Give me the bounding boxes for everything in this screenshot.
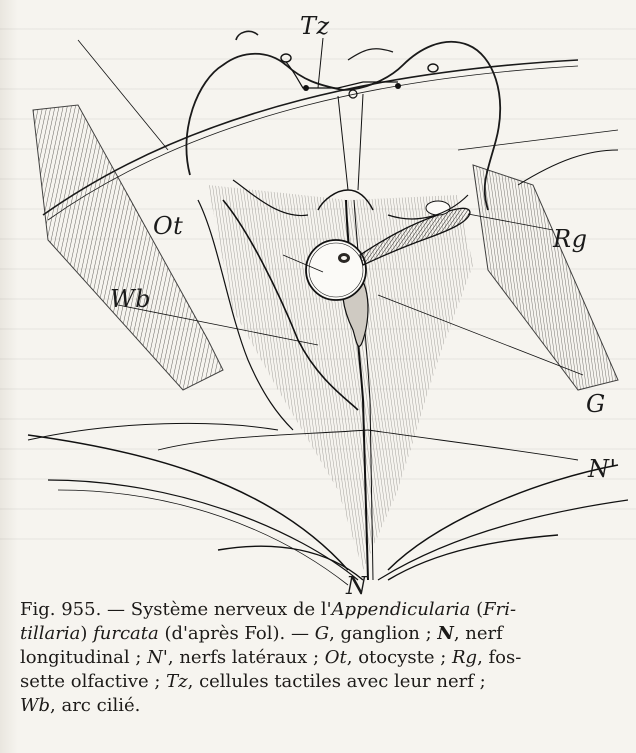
tactile-cell-left — [281, 54, 291, 62]
caption-desc-g: , ganglion ; — [329, 623, 437, 644]
caption-source: (d'après Fol). — — [159, 623, 315, 644]
label-g: G — [586, 390, 606, 418]
caption-key-n: N — [437, 623, 453, 644]
tactile-cell-right — [428, 64, 438, 72]
caption-key-ot: Ot — [325, 647, 347, 668]
caption-fig-number: Fig. 955. — [20, 599, 101, 620]
caption-desc-rg-b: sette olfactive ; — [20, 671, 166, 692]
right-body-wall — [473, 165, 618, 390]
caption-genus: Appendicularia — [332, 599, 471, 620]
label-n-prime: N' — [588, 455, 617, 483]
label-wb: Wb — [110, 285, 151, 313]
caption-desc-nprime: , nerfs latéraux ; — [168, 647, 325, 668]
caption-key-tz: Tz — [166, 671, 188, 692]
caption-species: furcata — [93, 623, 159, 644]
caption-line-2: tillaria) furcata (d'après Fol). — G, ga… — [20, 622, 630, 646]
label-tz: Tz — [300, 12, 330, 40]
caption-paren-close: ) — [80, 623, 93, 644]
left-body-wall — [33, 105, 223, 390]
caption-line-5: Wb, arc cilié. — [20, 694, 630, 718]
caption-title: Système nerveux de l' — [131, 599, 332, 620]
caption-desc-n-a: , nerf — [454, 623, 503, 644]
caption-paren-open: ( — [470, 599, 483, 620]
caption-line-1: Fig. 955. — Système nerveux de l'Appendi… — [20, 598, 630, 622]
caption-desc-wb: , arc cilié. — [50, 695, 140, 716]
caption-line-3: longitudinal ; N', nerfs latéraux ; Ot, … — [20, 646, 630, 670]
caption-dash: — — [101, 599, 130, 620]
caption-key-nprime: N' — [147, 647, 168, 668]
caption-desc-tz: , cellules tactiles avec leur nerf ; — [188, 671, 486, 692]
label-rg: Rg — [553, 225, 587, 253]
caption-key-g: G — [315, 623, 329, 644]
caption-desc-ot: , otocyste ; — [347, 647, 452, 668]
caption-subgenus-a: Fri- — [483, 599, 516, 620]
caption-key-rg: Rg — [452, 647, 477, 668]
caption-key-wb: Wb — [20, 695, 50, 716]
label-ot: Ot — [153, 212, 183, 240]
caption-desc-n-b: longitudinal ; — [20, 647, 147, 668]
caption-desc-rg-a: , fos- — [477, 647, 521, 668]
caption-subgenus-b: tillaria — [20, 623, 80, 644]
nervous-system-illustration: Tz Ot Rg Wb G N' N — [18, 10, 628, 595]
head-outline — [186, 42, 500, 210]
label-n: N — [346, 572, 368, 600]
otocyst — [306, 240, 366, 300]
figure-caption: Fig. 955. — Système nerveux de l'Appendi… — [20, 598, 630, 718]
caption-line-4: sette olfactive ; Tz, cellules tactiles … — [20, 670, 630, 694]
